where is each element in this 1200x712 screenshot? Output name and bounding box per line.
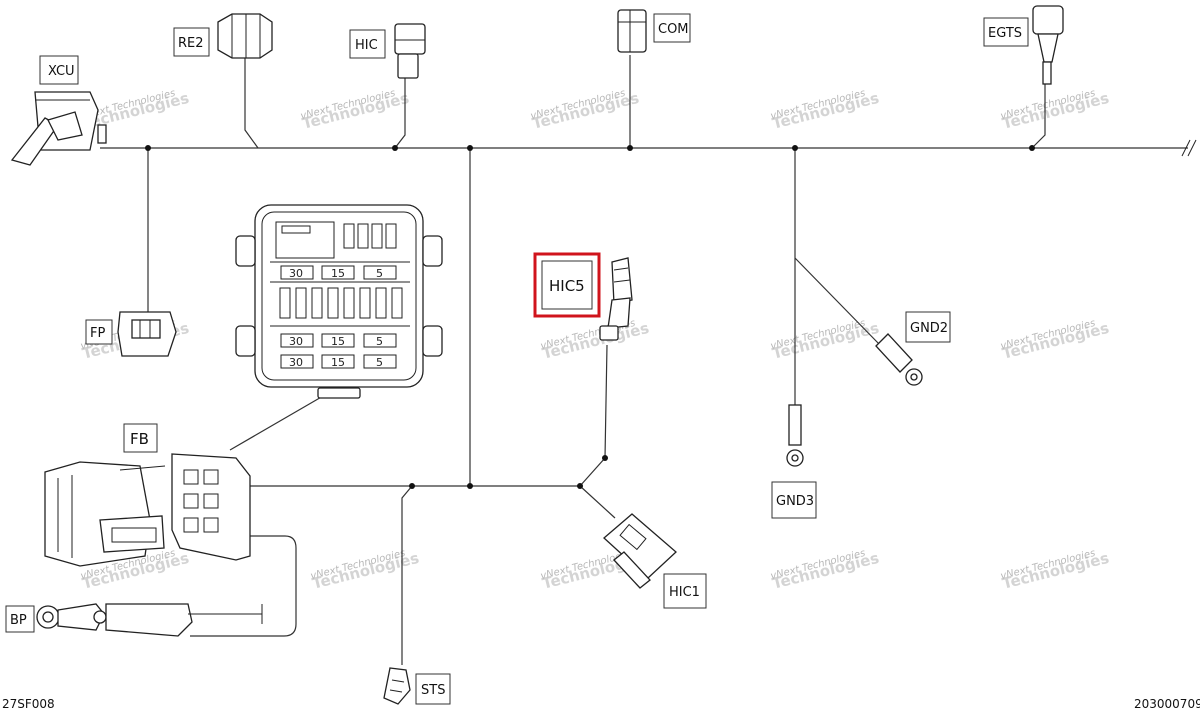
hic1-connector[interactable] [603, 513, 677, 589]
xcu-label-box [39, 55, 79, 85]
hic-label-box [349, 29, 386, 59]
gnd3-label-box [771, 481, 817, 519]
fuse-30-a: 30 [289, 267, 303, 280]
hic5-label: HIC5 [549, 277, 585, 295]
fuse-30-b: 30 [289, 335, 303, 348]
fb-label-box [123, 423, 158, 453]
gnd2-terminal[interactable] [875, 333, 923, 386]
hic5-label-box [541, 260, 593, 310]
fuse-15-b: 15 [331, 335, 345, 348]
hic1-label-box [663, 573, 707, 609]
fuse-box[interactable]: 30 15 5 30 15 5 30 15 5 [235, 204, 443, 399]
gnd3-terminal[interactable] [786, 404, 804, 467]
gnd2-label-box [905, 311, 951, 343]
com-connector[interactable] [617, 9, 647, 53]
fp-label-box [85, 319, 113, 345]
egts-connector[interactable] [1032, 5, 1064, 85]
gnd2-label: GND2 [910, 321, 948, 336]
fuse-slots [279, 223, 403, 319]
bp-terminal[interactable] [36, 603, 263, 637]
xcu-connector[interactable] [10, 91, 107, 166]
xcu-label: XCU [48, 64, 75, 79]
sts-label: STS [421, 683, 445, 698]
gnd3-label: GND3 [776, 494, 814, 509]
com-label: COM [658, 22, 689, 37]
fb-connector[interactable] [44, 453, 251, 567]
fuse-5-a: 5 [376, 267, 383, 280]
sts-label-box [415, 673, 451, 705]
harness-wires [100, 55, 1197, 665]
fuse-30-c: 30 [289, 356, 303, 369]
re2-connector[interactable] [217, 13, 273, 59]
re2-label: RE2 [178, 36, 204, 51]
com-label-box [653, 13, 691, 43]
re2-label-box [173, 27, 210, 57]
fp-label: FP [90, 326, 105, 341]
fuse-15-a: 15 [331, 267, 345, 280]
diagram-code-right: 203000709 [1134, 697, 1200, 711]
fuse-15-c: 15 [331, 356, 345, 369]
fuse-5-b: 5 [376, 335, 383, 348]
bp-label: BP [10, 613, 27, 628]
hic-label: HIC [355, 38, 378, 53]
hic5-highlight-box [533, 252, 601, 318]
junction-dots [145, 145, 1035, 489]
diagram-code-left: 27SF008 [2, 697, 55, 711]
fp-connector[interactable] [117, 311, 177, 357]
fuse-5-c: 5 [376, 356, 383, 369]
bp-label-box [5, 605, 35, 633]
hic5-connector[interactable] [599, 257, 633, 341]
hic1-label: HIC1 [669, 585, 700, 600]
fb-label: FB [130, 430, 149, 448]
sts-connector[interactable] [383, 667, 411, 705]
egts-label: EGTS [988, 26, 1022, 41]
egts-label-box [983, 17, 1029, 47]
hic-connector[interactable] [394, 23, 426, 79]
